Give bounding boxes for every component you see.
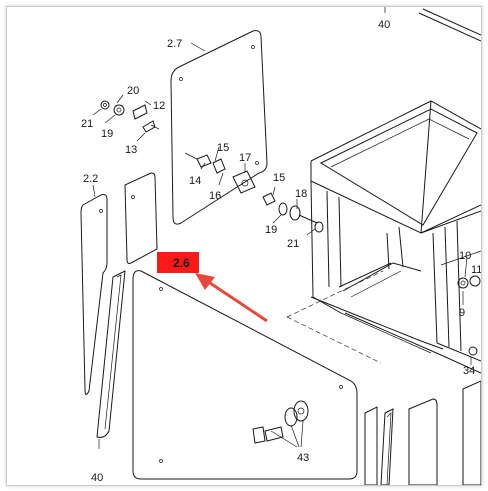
glass-panel-40-top <box>384 7 481 42</box>
callout-15-a: 15 <box>217 142 229 154</box>
callout-40-bottom: 40 <box>91 472 103 484</box>
callout-15-b: 15 <box>273 172 285 184</box>
fittings-43 <box>252 400 309 448</box>
callout-21-right: 21 <box>287 238 299 250</box>
parts-diagram: 40 2.7 20 21 19 12 13 15 14 16 17 15 18 … <box>80 7 481 485</box>
callout-10: 10 <box>459 250 471 262</box>
cab-frame <box>310 100 481 374</box>
highlight-box-2-6 <box>157 252 199 273</box>
fittings-9-10-11 <box>457 256 481 365</box>
callout-2-2: 2.2 <box>83 173 98 185</box>
seal-strip-40-left <box>96 270 126 449</box>
fittings-12-13-19-20-21 <box>92 94 160 142</box>
glass-panel-2-2 <box>80 184 108 395</box>
callout-19-right: 19 <box>265 224 277 236</box>
callout-9: 9 <box>459 307 465 319</box>
diagram-frame: 40 2.7 20 21 19 12 13 15 14 16 17 15 18 … <box>6 6 482 486</box>
callout-43: 43 <box>297 452 309 464</box>
callout-20: 20 <box>127 85 139 97</box>
callout-14: 14 <box>189 175 201 187</box>
callout-17: 17 <box>239 152 251 164</box>
dashed-guide <box>286 270 384 364</box>
glass-panel-2-6-upper <box>124 172 158 264</box>
callout-13: 13 <box>125 144 137 156</box>
fittings-14-15-16-17 <box>184 146 256 194</box>
callout-21-left: 21 <box>81 118 93 130</box>
glass-panel-2-7 <box>170 30 268 225</box>
callout-2-7: 2.7 <box>167 38 182 50</box>
callout-11: 11 <box>471 264 481 276</box>
glass-panel-2-6-main <box>132 270 358 480</box>
fittings-18-19-21 <box>262 186 324 236</box>
callout-12: 12 <box>153 100 165 112</box>
callout-2-6: 2.6 <box>173 256 190 270</box>
callout-18: 18 <box>295 188 307 200</box>
callout-19-left: 19 <box>101 128 113 140</box>
callout-34: 34 <box>463 365 475 377</box>
callout-16: 16 <box>209 190 221 202</box>
callout-40-top: 40 <box>378 19 390 31</box>
highlight-arrow <box>195 273 268 323</box>
glass-panel-40-bottom-right <box>364 380 481 485</box>
